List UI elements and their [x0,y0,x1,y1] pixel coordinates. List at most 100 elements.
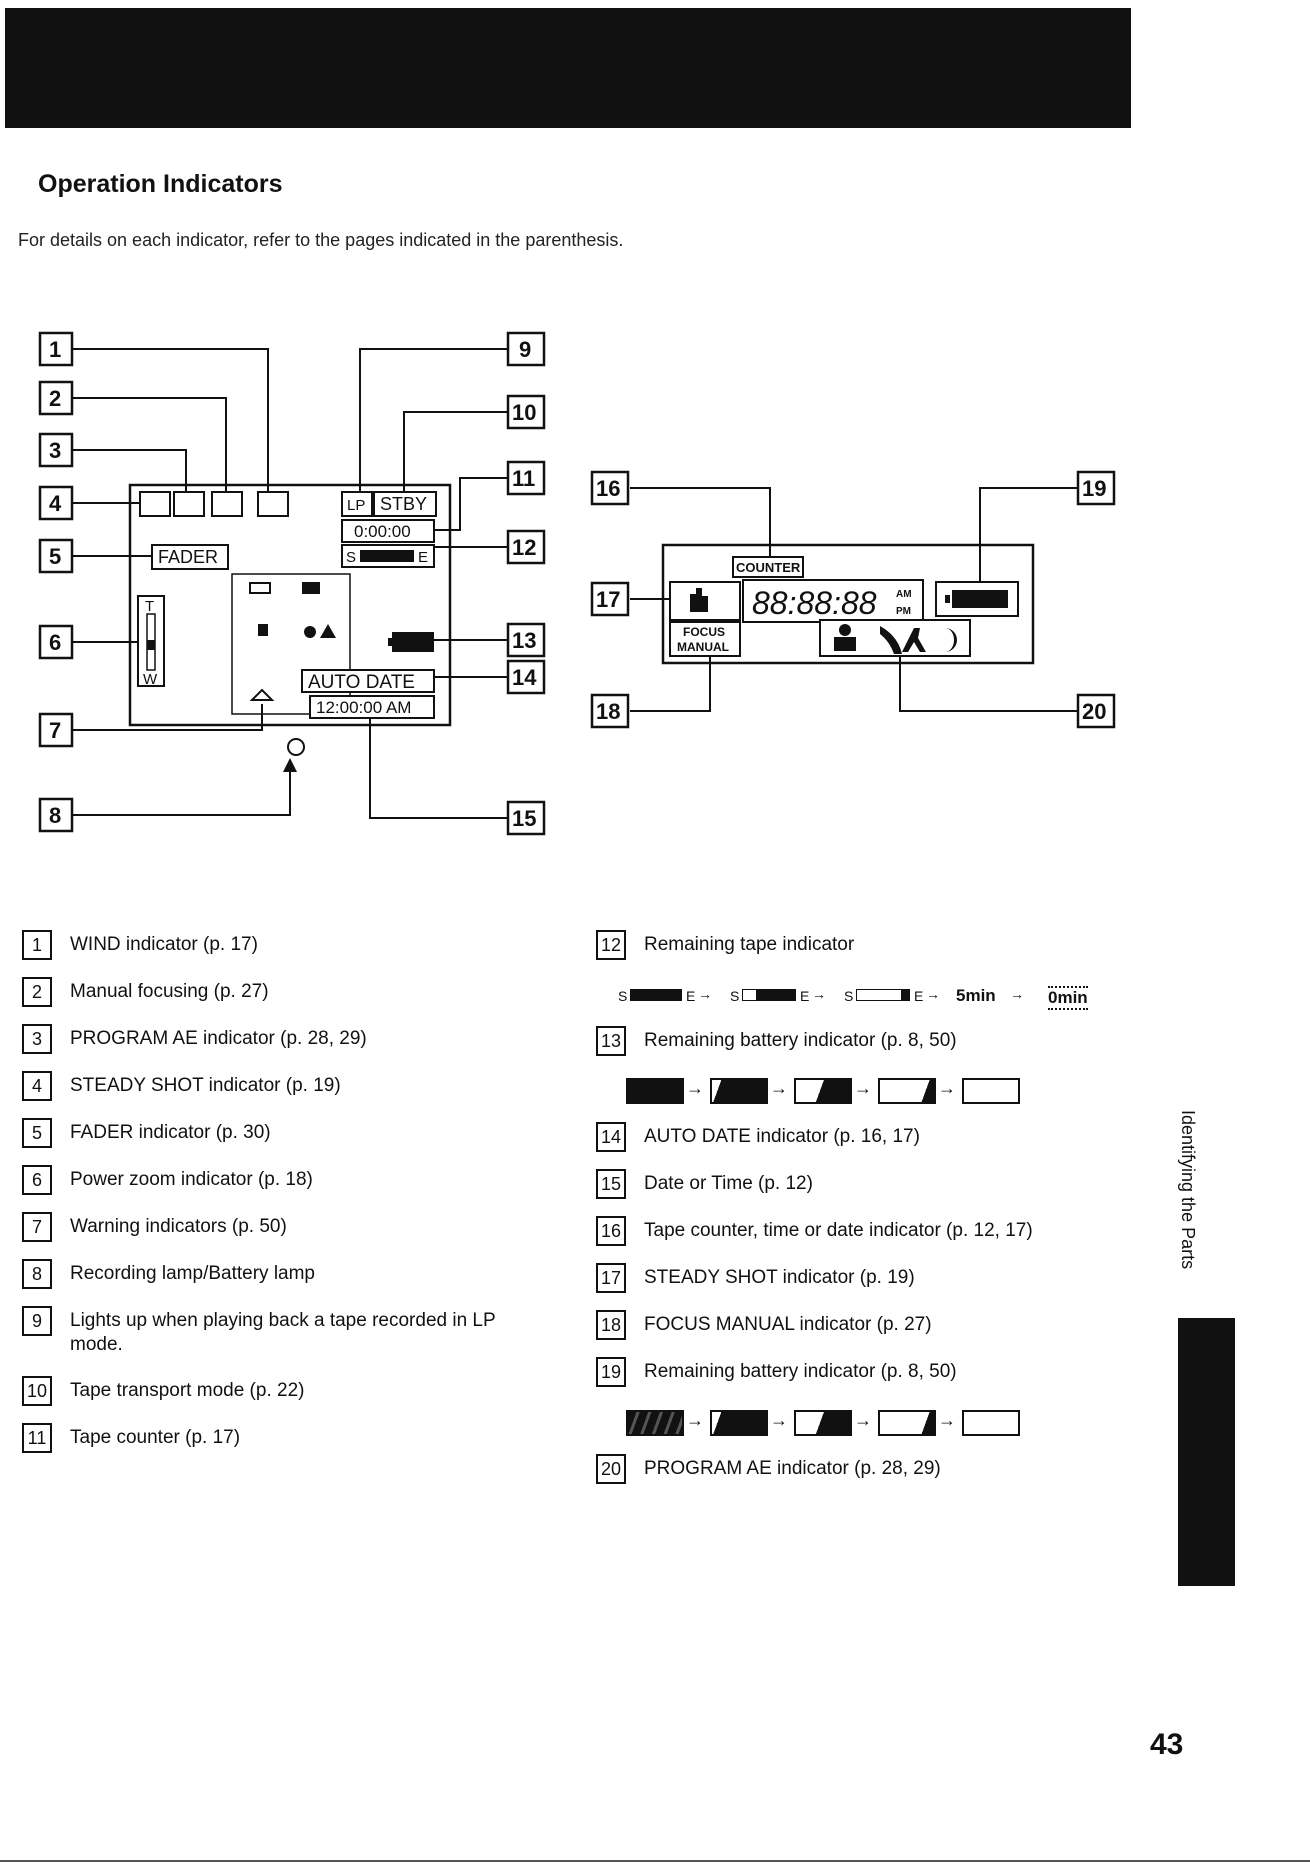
page-title: Operation Indicators [38,170,283,198]
auto-date-badge [301,669,435,693]
seq-e: E [914,988,924,1004]
legend-num: 5 [22,1118,52,1148]
seq-e: E [686,988,696,1004]
viewfinder-frame [128,483,452,727]
time-badge [309,695,435,719]
legend-num: 3 [22,1024,52,1054]
legend-num: 19 [596,1357,626,1387]
callout-4: 4 [38,485,74,521]
five-min-label: 5min [956,986,996,1005]
legend-text: Date or Time (p. 12) [644,1173,813,1194]
am-label: AM [896,589,912,600]
svg-text:17: 17 [596,587,620,612]
battery-icon [626,1078,684,1104]
warning-icon [320,624,336,638]
program-ae-icon [173,491,205,517]
battery-icon [878,1078,936,1104]
legend-num: 12 [596,930,626,960]
fader-badge [151,544,229,570]
callout-7: 7 [38,712,74,748]
callout-5: 5 [38,538,74,574]
legend-num: 14 [596,1122,626,1152]
warning-icon [249,688,275,701]
page-number: 43 [1150,1728,1184,1761]
focus-label: FOCUS [683,625,725,639]
warning-icon [249,582,271,594]
callout-16: 16 [590,470,630,506]
legend-text: PROGRAM AE indicator (p. 28, 29) [70,1028,367,1049]
svg-text:11: 11 [512,466,535,491]
legend-num: 20 [596,1454,626,1484]
stby-label: STBY [380,494,427,514]
battery-icon [710,1078,768,1104]
legend-text: Tape transport mode (p. 22) [70,1380,305,1401]
legend-num: 9 [22,1306,52,1336]
header-bar [5,8,1131,128]
auto-date-label: AUTO DATE [308,672,415,693]
tape-bar-icon [360,550,414,562]
person-icon [834,637,856,651]
counter-label: COUNTER [736,560,801,575]
battery-icon [962,1078,1020,1104]
fader-label: FADER [158,547,218,567]
battery-icon [392,632,434,652]
svg-text:1: 1 [49,337,61,362]
legend-text: FADER indicator (p. 30) [70,1122,271,1143]
tape-e-label: E [418,549,428,566]
seq-s: S [618,988,628,1004]
tape-sequence: S E → S E → S E → 5min → 0min [618,980,1158,1012]
battery-icon [794,1410,852,1436]
battery-icon [952,590,1008,608]
arrow-icon: → [686,1410,704,1430]
legend-text: Tape counter (p. 17) [70,1427,241,1448]
callout-1: 1 [38,331,74,367]
warning-area [231,573,351,715]
legend-text: STEADY SHOT indicator (p. 19) [644,1267,915,1288]
legend-text: AUTO DATE indicator (p. 16, 17) [644,1126,920,1147]
svg-text:7: 7 [49,718,61,743]
legend-num: 17 [596,1263,626,1293]
callout-14: 14 [506,659,546,695]
legend-num: 4 [22,1071,52,1101]
section-side-label: Identifying the Parts [1178,1110,1198,1270]
legend-num: 10 [22,1376,52,1406]
seq-s: S [730,988,740,1004]
legend-num: 7 [22,1212,52,1242]
arrow-icon: → [770,1078,788,1098]
tape-bar-icon [630,989,682,1001]
legend-text: Remaining tape indicator [644,934,855,955]
moon-icon [945,628,957,652]
legend-num: 1 [22,930,52,960]
legend-text: PROGRAM AE indicator (p. 28, 29) [644,1458,941,1479]
arrow-icon: → [770,1410,788,1430]
seq-s: S [844,988,854,1004]
arrow-icon: → [812,986,826,1002]
legend-num: 16 [596,1216,626,1246]
arrow-icon: → [854,1410,872,1430]
warning-icon [258,624,268,636]
callout-18: 18 [590,693,630,729]
lp-badge [341,491,373,517]
battery-sequence: → → → → [626,1072,1146,1108]
manual-label: MANUAL [677,640,729,654]
svg-text:2: 2 [49,386,61,411]
sports-icon [880,626,902,654]
callout-10: 10 [506,394,546,430]
stby-badge [373,491,437,517]
time-label: 12:00:00 AM [316,698,411,717]
arrow-icon: → [686,1078,704,1098]
zoom-t-label: T [145,598,154,615]
legend-num: 2 [22,977,52,1007]
battery-icon [626,1410,684,1436]
legend-num: 6 [22,1165,52,1195]
section-tab [1178,1318,1235,1586]
legend-num: 8 [22,1259,52,1289]
svg-text:10: 10 [512,400,536,425]
battery-icon [794,1078,852,1104]
manual-focus-icon [211,491,243,517]
svg-text:4: 4 [49,491,62,516]
svg-text:8: 8 [49,803,61,828]
arrow-icon: → [1010,986,1024,1002]
legend-right: 12 Remaining tape indicator S E → S E → S… [596,930,1156,1490]
callout-19: 19 [1076,470,1116,506]
